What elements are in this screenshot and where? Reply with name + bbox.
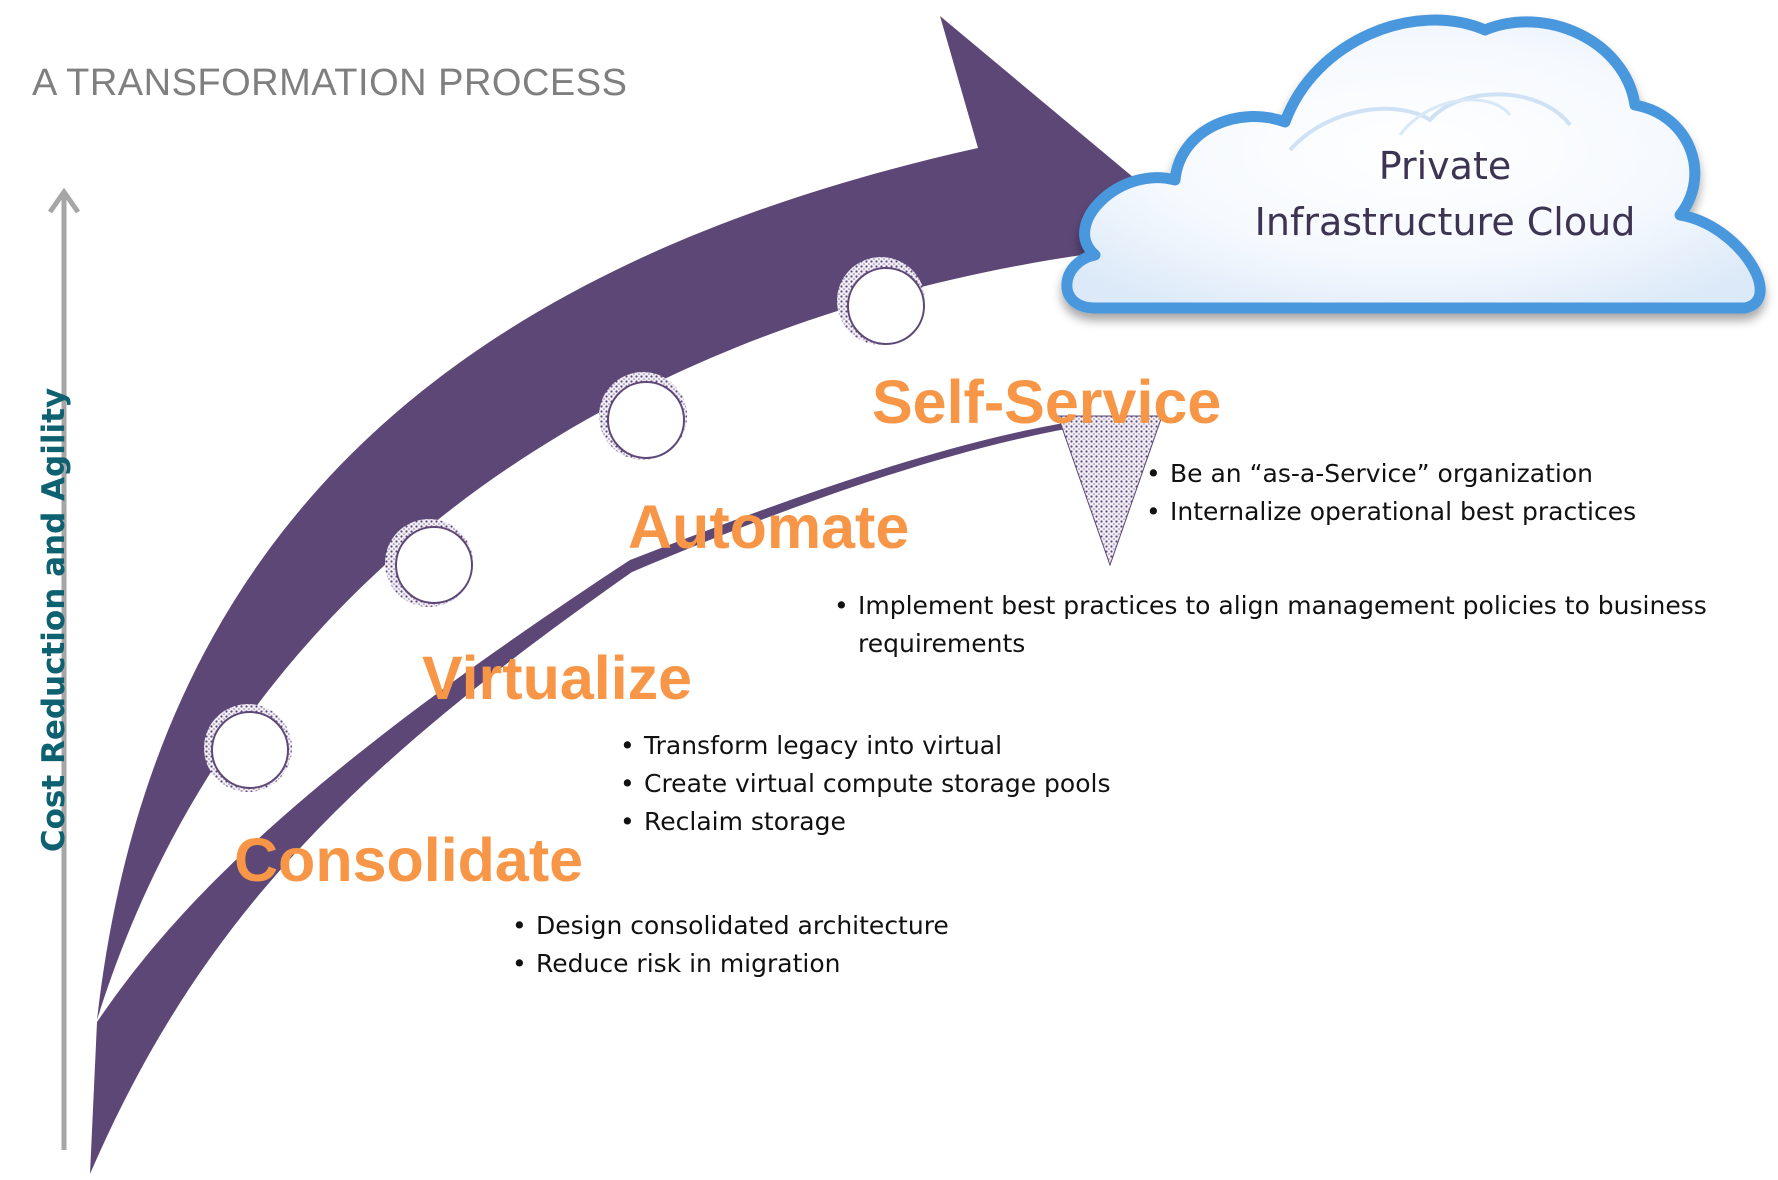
bullet-item: Reduce risk in migration xyxy=(512,945,949,983)
consolidate-bullets: Design consolidated architecture Reduce … xyxy=(512,907,949,983)
milestone-circle xyxy=(385,519,473,607)
bullet-item: Design consolidated architecture xyxy=(512,907,949,945)
stage-title-consolidate: Consolidate xyxy=(234,826,584,894)
bullet-item: Internalize operational best practices xyxy=(1146,493,1636,531)
self-service-wedge xyxy=(1057,415,1163,567)
stage-title-virtualize: Virtualize xyxy=(422,644,693,712)
y-axis-label: Cost Reduction and Agility xyxy=(36,387,72,853)
bullet-item: Be an “as-a-Service” organization xyxy=(1146,455,1636,493)
self-service-bullets: Be an “as-a-Service” organization Intern… xyxy=(1146,455,1636,531)
stage-title-automate: Automate xyxy=(628,493,910,561)
bullet-item: Transform legacy into virtual xyxy=(620,727,1110,765)
bullet-item: Reclaim storage xyxy=(620,803,1110,841)
milestone-circle xyxy=(204,704,292,792)
cloud-label-line1: Private xyxy=(1378,144,1512,188)
private-cloud xyxy=(1061,14,1766,314)
automate-bullets: Implement best practices to align manage… xyxy=(834,587,1754,663)
y-axis-arrow xyxy=(47,187,81,1150)
stage-title-self-service: Self-Service xyxy=(872,368,1222,436)
milestone-circle xyxy=(837,257,925,345)
page-title: A TRANSFORMATION PROCESS xyxy=(32,62,628,104)
bullet-item: Implement best practices to align manage… xyxy=(834,587,1754,663)
cloud-label-line2: Infrastructure Cloud xyxy=(1254,200,1636,244)
virtualize-bullets: Transform legacy into virtual Create vir… xyxy=(620,727,1110,841)
bullet-item: Create virtual compute storage pools xyxy=(620,765,1110,803)
cloud-label: Private Infrastructure Cloud xyxy=(1245,138,1645,250)
milestone-circle xyxy=(599,372,687,460)
